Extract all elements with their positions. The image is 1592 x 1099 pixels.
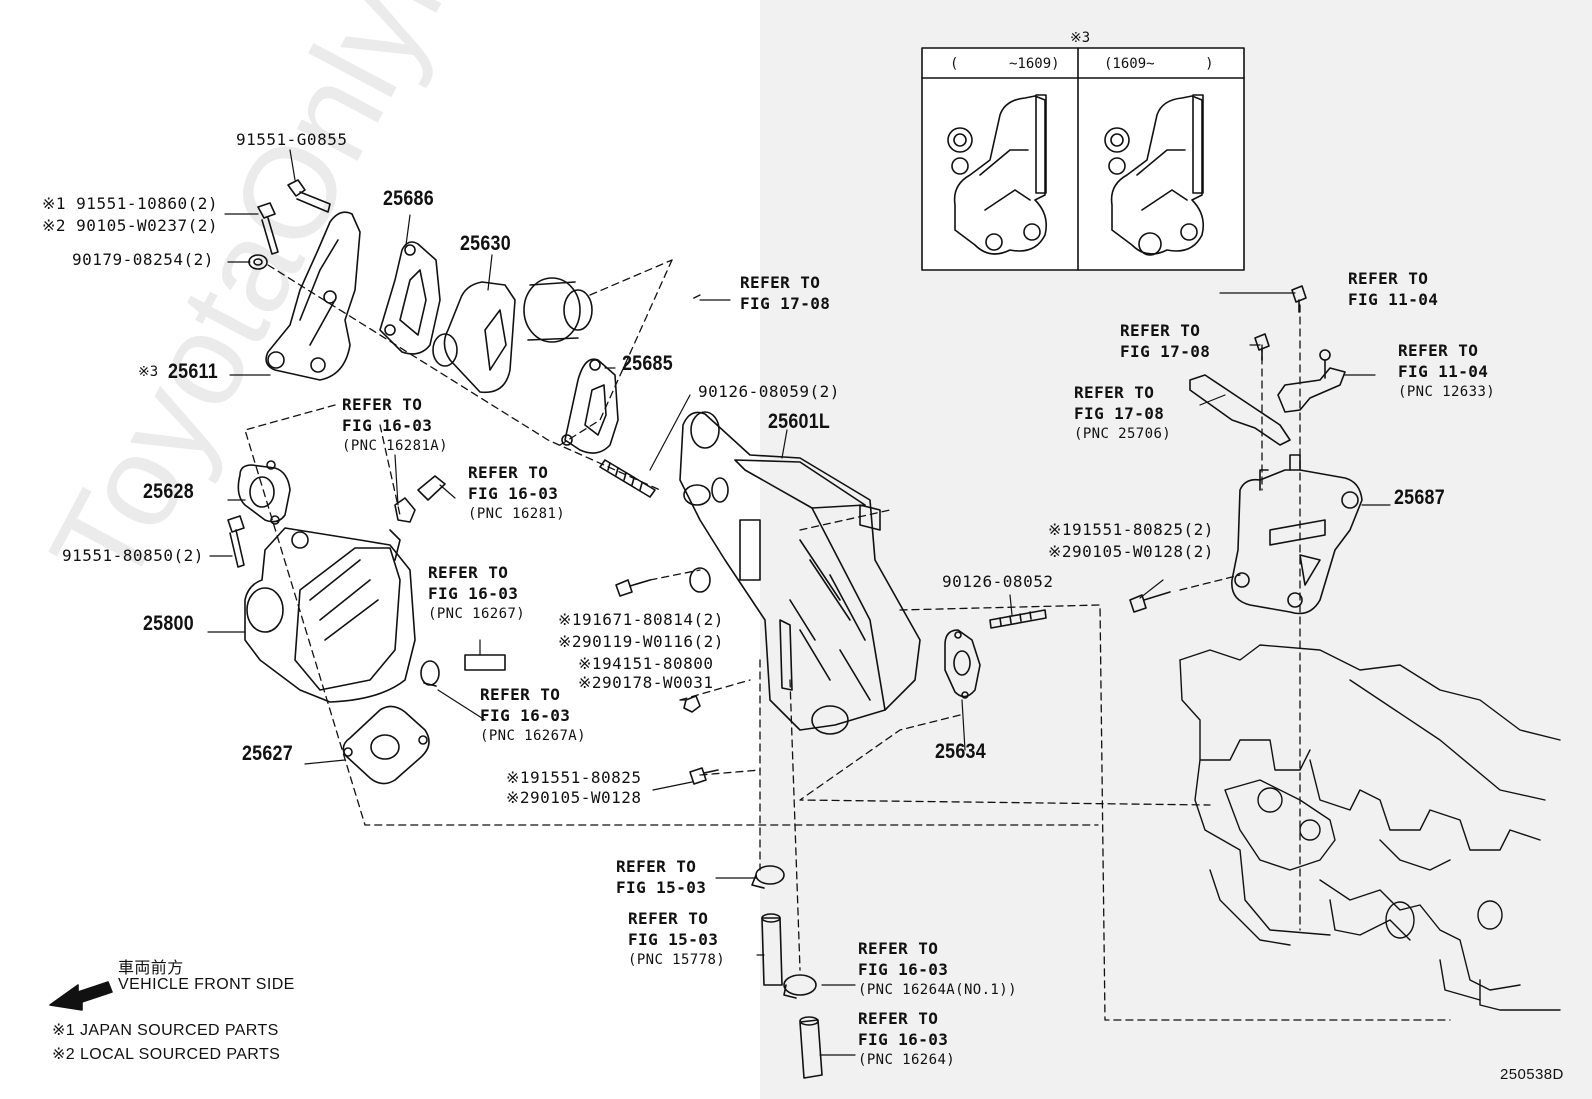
hose-16264 <box>799 1016 823 1079</box>
legend-vehicle-front: VEHICLE FRONT SIDE <box>118 976 295 993</box>
label-90179-08254: 90179-08254(2) <box>72 250 214 269</box>
legend-note-1: ※1 JAPAN SOURCED PARTS <box>52 1022 279 1039</box>
legend-japanese: 車両前方 <box>118 960 184 977</box>
bolt-91551-80825 <box>689 767 719 785</box>
part-25627 <box>342 705 430 785</box>
inset-left-header: ( ~1609) <box>950 56 1060 72</box>
nut-94151-80800 <box>683 695 701 713</box>
front-arrow-icon <box>49 981 113 1011</box>
label-25611: 25611 <box>168 360 218 383</box>
part-25800 <box>244 527 416 703</box>
label-90178-W0031: ※290178-W0031 <box>578 673 714 692</box>
label-90105-W0237: ※2 90105-W0237(2) <box>42 216 219 235</box>
washer-90179 <box>248 254 268 270</box>
part-25630 <box>432 277 593 394</box>
bracket-12633 <box>1277 349 1346 413</box>
bracket-25706 <box>1189 374 1291 446</box>
label-25601L: 25601L <box>768 410 831 433</box>
pipe-16267 <box>464 654 506 671</box>
part-25611 <box>265 211 361 381</box>
part-25685 <box>561 358 619 454</box>
label-25611-mark: ※3 <box>138 364 159 380</box>
leader-lines <box>207 149 1391 1056</box>
stud-90126-08059 <box>599 459 656 498</box>
hose-clip-15-03 <box>751 865 785 889</box>
inset-mark: ※3 <box>1070 30 1091 46</box>
label-94151-80800: ※194151-80800 <box>578 654 714 673</box>
hose-15778 <box>761 913 783 986</box>
pipe-16281 <box>417 475 446 501</box>
part-25601L <box>679 411 921 735</box>
part-25687 <box>1231 454 1363 615</box>
label-90105-W0128: ※290105-W0128 <box>506 788 642 807</box>
inset-bracket-right <box>1104 94 1205 256</box>
label-25628: 25628 <box>143 480 194 503</box>
label-91671-80814: ※191671-80814(2) <box>558 610 724 629</box>
bolt-91551-10860 <box>257 202 279 255</box>
assembly-lines <box>244 259 1451 1021</box>
bolt-91551-G0855 <box>287 179 331 213</box>
label-90126-08052: 90126-08052 <box>942 572 1054 591</box>
figure-id: 250538D <box>1500 1066 1564 1083</box>
bolt-91671-80814 <box>615 579 651 597</box>
stud-90126-08052 <box>989 609 1047 629</box>
label-91551-80850: 91551-80850(2) <box>62 546 204 565</box>
label-25685: 25685 <box>622 352 673 375</box>
inset-bracket-left <box>947 94 1048 255</box>
bolt-17-08 <box>1254 333 1270 361</box>
label-25800: 25800 <box>143 612 194 635</box>
hose-clip-16267A <box>420 660 440 687</box>
inset-right-header: (1609~ ) <box>1104 56 1214 72</box>
label-91551-80825: ※191551-80825 <box>506 768 642 787</box>
label-90119-W0116: ※290119-W0116(2) <box>558 632 724 651</box>
label-25630: 25630 <box>460 232 511 255</box>
label-25627: 25627 <box>242 742 293 765</box>
label-91551-G0855: 91551-G0855 <box>236 130 348 149</box>
label-25687: 25687 <box>1394 486 1445 509</box>
hose-clip-16264A <box>783 974 817 999</box>
bolt-91551-80825-2 <box>1129 591 1171 613</box>
label-91551-80825-2: ※191551-80825(2) <box>1048 520 1214 539</box>
label-25634: 25634 <box>935 740 986 763</box>
part-25686 <box>379 241 441 355</box>
inset-box <box>921 47 1245 271</box>
bolt-11-04 <box>1291 285 1307 313</box>
engine-block <box>1179 644 1561 1011</box>
hose-clip-16281A <box>394 497 416 523</box>
label-90126-08059: 90126-08059(2) <box>698 382 840 401</box>
legend-note-2: ※2 LOCAL SOURCED PARTS <box>52 1046 281 1063</box>
bolt-91551-80850 <box>227 515 245 568</box>
label-25686: 25686 <box>383 187 434 210</box>
label-90105-W0128-2: ※290105-W0128(2) <box>1048 542 1214 561</box>
label-91551-10860: ※1 91551-10860(2) <box>42 194 219 213</box>
part-25634 <box>944 629 981 699</box>
